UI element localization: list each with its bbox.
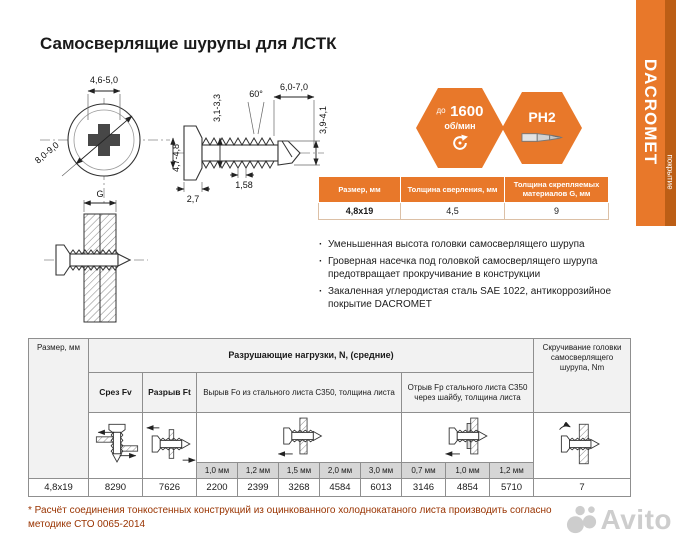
tension-force-icon	[146, 425, 196, 463]
dacromet-label: DACROMET	[641, 58, 660, 166]
head-front-view: 4,6-5,0 8,0-9,0	[33, 75, 170, 206]
pullout-force-icon	[277, 417, 322, 457]
pullover-thickness-label: 1,2 мм	[488, 462, 535, 479]
pullover-value: 3146	[401, 478, 446, 497]
torque-icon-cell	[533, 412, 632, 479]
phillips-bit-icon	[521, 132, 563, 142]
dim-head-height: 2,7	[187, 194, 200, 204]
pullout-thickness-label: 3,0 мм	[360, 462, 402, 479]
pullout-value: 2200	[196, 478, 238, 497]
rpm-unit: об/мин	[444, 121, 476, 131]
dim-tip-dia: 3,1-3,3	[212, 94, 222, 122]
load-table-data-row: 4,8x19 8290 7626 2200 2399 3268 4584 601…	[28, 478, 632, 497]
pullover-value: 4854	[445, 478, 490, 497]
spec-header-grip: Толщина скрепляемых материалов G, мм	[504, 176, 609, 203]
tension-value: 7626	[142, 478, 197, 497]
pullover-value: 5710	[488, 478, 535, 497]
pullout-value: 6013	[360, 478, 402, 497]
pullout-value: 4584	[319, 478, 361, 497]
dim-grip: G	[96, 189, 103, 199]
pullover-thickness-label: 0,7 мм	[401, 462, 446, 479]
load-table-torque-header: Скручивание головки самосверлящего шуруп…	[533, 338, 632, 413]
load-table-loads-header: Разрушающие нагрузки, N, (средние)	[87, 338, 535, 373]
shear-icon-cell	[88, 412, 143, 479]
load-table-pullover-header: Отрыв Fp стального листа С350 через шайб…	[400, 372, 535, 413]
pullover-thickness-label: 1,0 мм	[445, 462, 490, 479]
rotation-arrow-icon	[453, 134, 468, 150]
rpm-value-line: до 1600	[437, 103, 484, 121]
avito-watermark: Avito	[566, 504, 672, 536]
rpm-prefix: до	[436, 106, 446, 115]
spec-size-value: 4,8x19	[318, 201, 401, 220]
pullout-thickness-label: 1,0 мм	[196, 462, 238, 479]
pullover-icon-cell	[400, 412, 535, 463]
load-table: Размер, мм Разрушающие нагрузки, N, (сре…	[28, 338, 632, 497]
spec-drill-capacity-value: 4,5	[400, 201, 505, 220]
torque-icon	[559, 421, 600, 465]
pullout-thickness-label: 1,2 мм	[237, 462, 279, 479]
load-table-pullout-header: Вырыв Fo из стального листа С350, толщин…	[196, 372, 402, 413]
rpm-badge: до 1600 об/мин	[416, 88, 504, 168]
tension-icon-cell	[142, 412, 197, 479]
footnote: * Расчёт соединения тонкостенных констру…	[28, 505, 552, 530]
pullout-thickness-label: 1,5 мм	[278, 462, 320, 479]
screw-technical-drawing: 4,6-5,0 8,0-9,0 60° 6,0-7,0 3,1	[33, 75, 328, 323]
shear-value: 8290	[88, 478, 143, 497]
pullout-value: 3268	[278, 478, 320, 497]
grip-assembly-view: G	[44, 189, 148, 323]
screw-side-view: 60° 6,0-7,0 3,1-3,3 3,9-4,1 4,7-4,8 2,7	[170, 82, 328, 204]
load-table-size-header: Размер, мм	[28, 338, 89, 479]
feature-item: Закаленная углеродистая сталь SAE 1022, …	[318, 285, 624, 311]
coating-strip: покрытие	[665, 0, 676, 226]
avito-logo-icon	[566, 505, 596, 534]
spec-table: Размер, мм Толщина сверления, мм Толщина…	[318, 176, 609, 220]
dim-pitch: 1,58	[235, 180, 253, 190]
rpm-number: 1600	[450, 103, 484, 120]
dim-recess: 4,6-5,0	[90, 75, 118, 85]
load-table-shear-header: Срез Fv	[88, 372, 143, 413]
torque-value: 7	[533, 478, 632, 497]
pullout-thickness-label: 2,0 мм	[319, 462, 361, 479]
load-table-tension-header: Разрыв Ft	[142, 372, 197, 413]
dim-thread-dia: 4,7-4,8	[171, 144, 181, 172]
dim-angle: 60°	[249, 89, 263, 99]
coating-label: покрытие	[665, 154, 675, 190]
spec-table-row: 4,8x19 4,5 9	[318, 201, 609, 220]
pullover-force-icon	[444, 417, 487, 457]
spec-header-size: Размер, мм	[318, 176, 401, 203]
pullout-icon-cell	[196, 412, 402, 463]
dim-drill-length: 6,0-7,0	[280, 82, 308, 92]
page-title: Самосверлящие шурупы для ЛСТК	[40, 34, 337, 53]
pullout-value: 2399	[237, 478, 279, 497]
dim-head-dia: 8,0-9,0	[33, 140, 61, 166]
shear-force-icon	[95, 423, 139, 463]
feature-item: Гроверная насечка под головкой самосверл…	[318, 255, 624, 281]
watermark-text: Avito	[600, 504, 672, 535]
ph2-label: PH2	[528, 108, 556, 125]
dacromet-band: DACROMET покрытие	[636, 0, 676, 226]
ph2-badge: PH2	[502, 92, 582, 164]
feature-list: Уменьшенная высота головки самосверлящег…	[318, 238, 624, 315]
feature-item: Уменьшенная высота головки самосверлящег…	[318, 238, 624, 251]
spec-grip-value: 9	[504, 201, 609, 220]
dim-drill-dia: 3,9-4,1	[318, 106, 328, 134]
size-value: 4,8x19	[28, 478, 89, 497]
spec-header-drill-capacity: Толщина сверления, мм	[400, 176, 505, 203]
